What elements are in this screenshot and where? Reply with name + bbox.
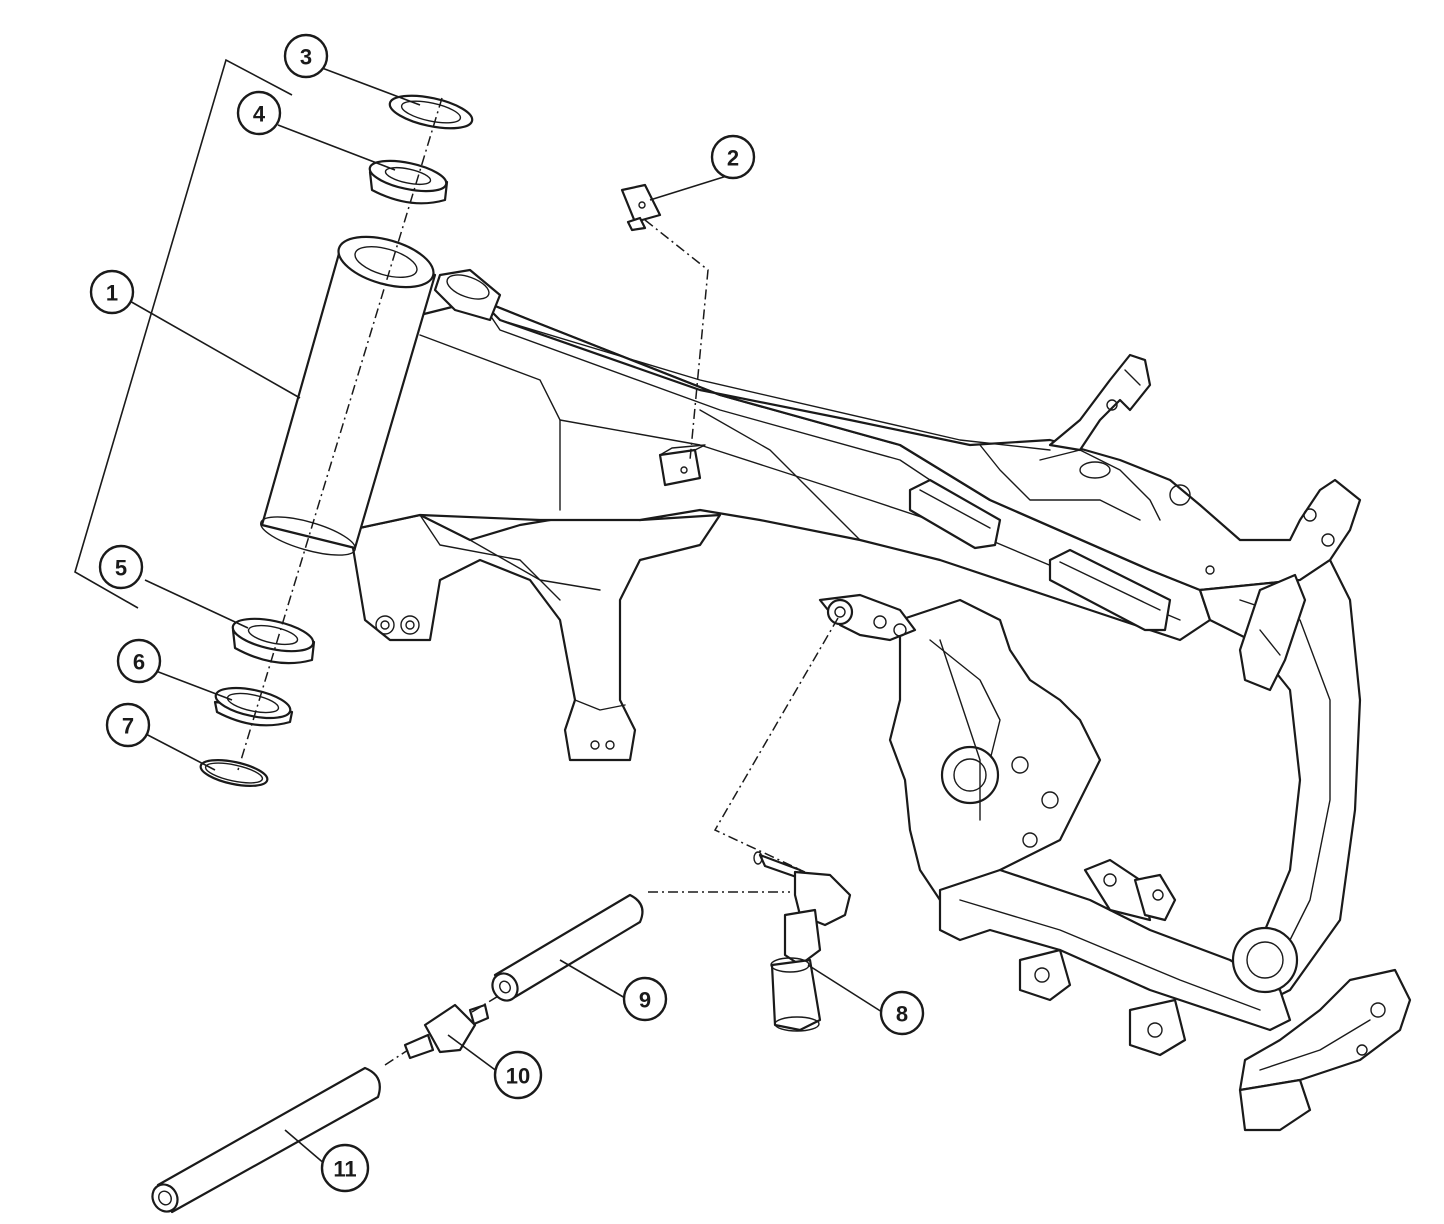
callout-5: 5 <box>98 544 144 590</box>
part-3-washer <box>388 94 474 130</box>
svg-text:8: 8 <box>896 1002 908 1027</box>
assembly-center-lines <box>237 97 839 1066</box>
part-9-hose <box>491 893 644 1002</box>
callout-10: 10 <box>493 1050 543 1100</box>
part-5-lower-bearing <box>231 617 316 665</box>
svg-text:7: 7 <box>122 714 134 739</box>
svg-text:2: 2 <box>727 146 739 171</box>
part-10-connector <box>403 1003 490 1060</box>
svg-text:9: 9 <box>639 988 651 1013</box>
motorcycle-frame <box>260 235 1412 1132</box>
svg-text:6: 6 <box>133 650 145 675</box>
callout-11: 11 <box>320 1143 370 1193</box>
callout-4: 4 <box>236 90 282 136</box>
svg-text:3: 3 <box>300 45 312 70</box>
callout-6: 6 <box>116 638 162 684</box>
callout-2: 2 <box>710 134 756 180</box>
callout-9: 9 <box>622 976 668 1022</box>
part-11-tube <box>151 1066 381 1214</box>
part-6-lower-cup <box>213 686 294 727</box>
callout-8: 8 <box>879 990 925 1036</box>
callout-7: 7 <box>105 702 151 748</box>
svg-text:10: 10 <box>506 1064 530 1089</box>
svg-text:4: 4 <box>253 102 266 127</box>
part-2-clip-nut <box>620 183 662 232</box>
part-4-upper-bearing <box>368 159 449 205</box>
part-7-o-ring <box>199 759 269 787</box>
callout-3: 3 <box>283 33 329 79</box>
svg-text:11: 11 <box>333 1157 356 1182</box>
svg-text:1: 1 <box>106 281 118 306</box>
leader-lines <box>127 67 883 1166</box>
group-bracket <box>74 58 293 609</box>
svg-text:5: 5 <box>115 556 127 581</box>
part-8-sensor <box>753 851 852 1032</box>
callout-1: 1 <box>89 269 135 315</box>
